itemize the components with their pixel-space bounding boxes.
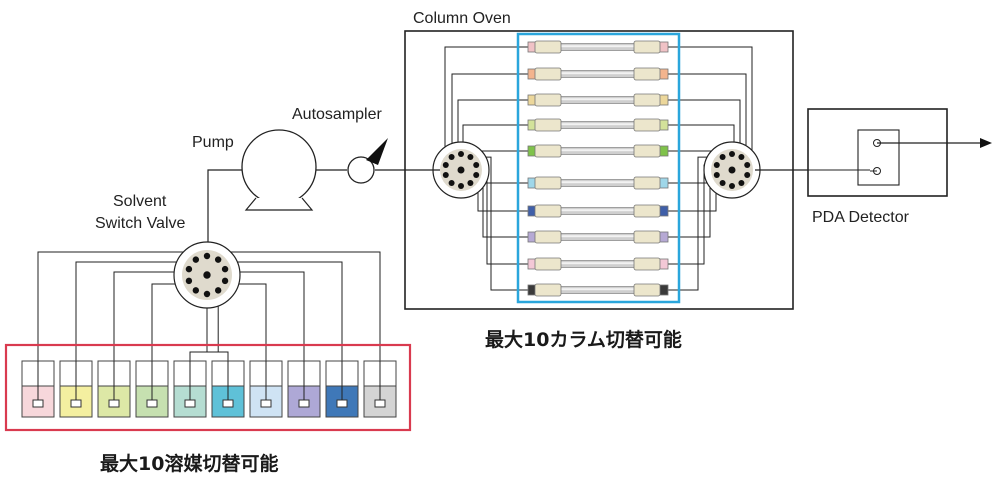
- valve-center-port: [728, 166, 736, 174]
- valve-port: [744, 162, 751, 169]
- valve-center-port: [203, 271, 211, 279]
- valve-port: [442, 162, 449, 169]
- valve-port: [185, 277, 193, 285]
- solvent-bottle: [363, 360, 397, 418]
- valve-port: [729, 183, 735, 189]
- pump-label: Pump: [192, 134, 234, 151]
- valve-port: [442, 171, 449, 178]
- solvent-bottle: [59, 360, 93, 418]
- valve-port: [467, 179, 474, 186]
- valve-port: [473, 162, 480, 169]
- column: [527, 283, 669, 297]
- solvent-bottle: [287, 360, 321, 418]
- solvent-switch-box: [4, 343, 412, 432]
- column: [527, 230, 669, 244]
- autosampler: [347, 138, 388, 184]
- pump: [241, 129, 317, 211]
- solvent-bottle: [325, 360, 359, 418]
- valve-port: [713, 162, 720, 169]
- column-switch-box: [516, 32, 681, 304]
- valve-port: [729, 151, 735, 157]
- column-outlet-valve: [703, 141, 761, 199]
- valve-port: [719, 154, 726, 161]
- valve-port: [458, 151, 464, 157]
- valve-port: [214, 287, 222, 294]
- column: [527, 176, 669, 190]
- column: [527, 93, 669, 107]
- column: [527, 204, 669, 218]
- valve-port: [744, 171, 751, 178]
- valve-port: [214, 256, 222, 263]
- valve-port: [713, 171, 720, 178]
- column: [527, 40, 669, 54]
- column-array: [527, 40, 669, 297]
- valve-port: [467, 154, 474, 161]
- pda-detector: [807, 108, 992, 197]
- solvent-bottle-array: [21, 360, 397, 418]
- solvent-valve-label-line1: Solvent: [113, 193, 167, 210]
- column: [527, 257, 669, 271]
- solvent-switch-caption: 最大10溶媒切替可能: [100, 452, 278, 475]
- solvent-bottle: [135, 360, 169, 418]
- pda-detector-label: PDA Detector: [812, 209, 910, 226]
- valve-port: [203, 290, 211, 298]
- solvent-line: [189, 290, 219, 361]
- valve-port: [192, 256, 200, 263]
- solvent-switch-valve: [173, 241, 241, 309]
- column-switch-caption: 最大10カラム切替可能: [485, 328, 682, 351]
- column: [527, 144, 669, 158]
- valve-center-port: [457, 166, 465, 174]
- valve-port: [719, 179, 726, 186]
- valve-port: [221, 265, 229, 273]
- valve-port: [203, 252, 211, 260]
- solvent-line: [206, 294, 229, 361]
- valve-port: [738, 179, 745, 186]
- solvent-bottle: [249, 360, 283, 418]
- solvent-bottle: [173, 360, 207, 418]
- valve-port: [738, 154, 745, 161]
- autosampler-label: Autosampler: [292, 106, 382, 123]
- column: [527, 67, 669, 81]
- valve-port: [473, 171, 480, 178]
- solvent-bottle: [211, 360, 245, 418]
- valve-port: [192, 287, 200, 294]
- solvent-bottle: [21, 360, 55, 418]
- valve-port: [448, 154, 455, 161]
- column: [527, 118, 669, 132]
- valve-port: [185, 265, 193, 273]
- valve-port: [458, 183, 464, 189]
- column-inlet-valve: [432, 141, 490, 199]
- column-oven-label: Column Oven: [413, 10, 511, 27]
- solvent-valve-label-line2: Switch Valve: [95, 215, 186, 232]
- valve-port: [448, 179, 455, 186]
- solvent-bottle: [97, 360, 131, 418]
- valve-port: [221, 277, 229, 285]
